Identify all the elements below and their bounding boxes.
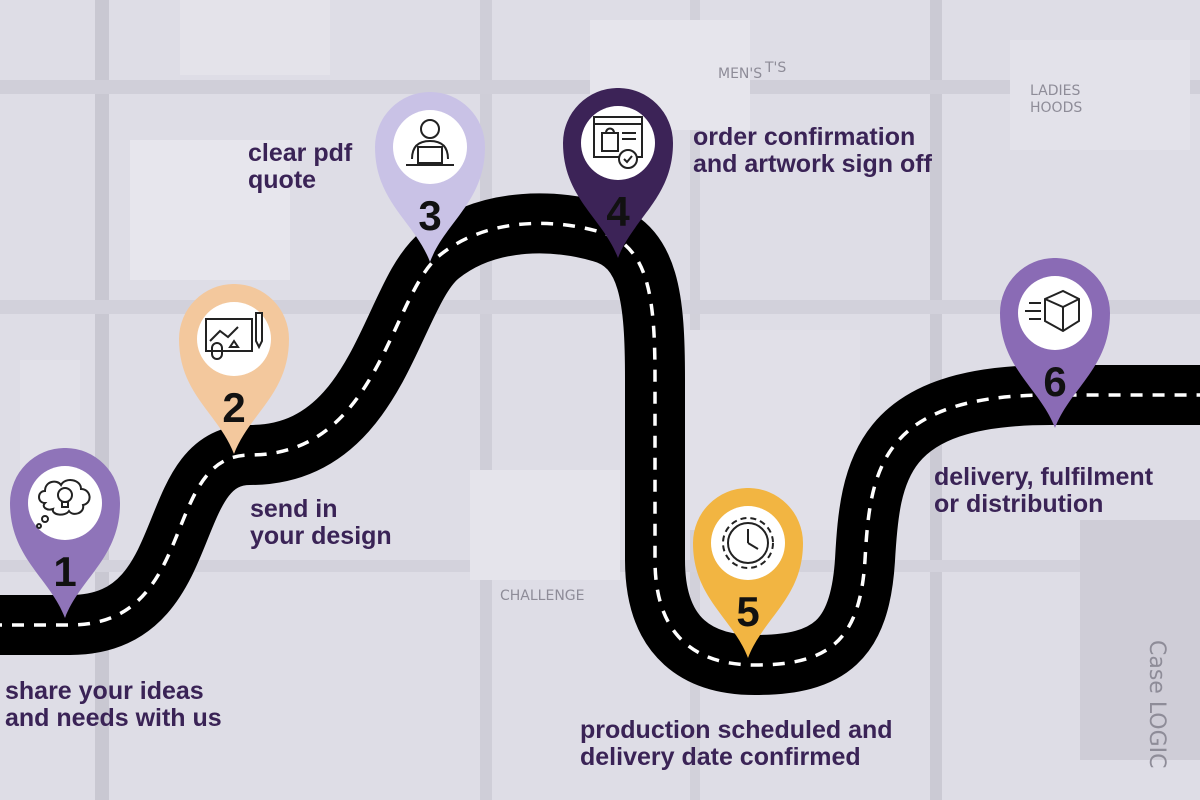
bg-text-ts: T'S (764, 60, 786, 76)
step-label-5-line-2: delivery date confirmed (580, 743, 861, 771)
bg-text-hoods: HOODS (1030, 100, 1082, 116)
step-label-2: send in your design (250, 496, 392, 550)
step-pin-3: 3 (375, 92, 485, 267)
delivery-box-icon (1025, 289, 1080, 333)
step-label-1-line-2: and needs with us (5, 704, 222, 732)
step-number-4: 4 (606, 188, 630, 235)
step-label-2-line-2: your design (250, 522, 392, 550)
step-label-6-line-1: delivery, fulfilment (934, 463, 1154, 491)
step-label-3-line-2: quote (248, 166, 317, 194)
step-label-1: share your ideas and needs with us (5, 678, 222, 732)
step-pin-4: 4 (563, 88, 673, 263)
bg-text-challenge: CHALLENGE (500, 588, 585, 604)
step-label-6: delivery, fulfilment or distribution (934, 464, 1153, 518)
step-pin-5: 5 (693, 488, 803, 663)
step-number-1: 1 (53, 548, 77, 595)
bg-text-ladies: LADIES (1030, 83, 1080, 99)
step-label-5-line-1: production scheduled and (580, 716, 893, 744)
step-pin-6: 6 (1000, 258, 1110, 433)
person-laptop-icon (406, 119, 454, 166)
bg-text-mens: MEN'S (718, 66, 762, 82)
step-label-4-line-1: order confirmation (693, 123, 916, 151)
step-label-3-line-1: clear pdf (248, 139, 353, 167)
clock-gear-icon (722, 517, 774, 569)
lightbulb-thought-icon (36, 479, 91, 529)
step-number-2: 2 (222, 384, 246, 431)
step-label-2-line-1: send in (250, 495, 338, 523)
online-order-icon (593, 116, 643, 169)
step-label-6-line-2: or distribution (934, 490, 1104, 518)
step-label-4-line-2: and artwork sign off (693, 150, 932, 178)
step-label-5: production scheduled and delivery date c… (580, 717, 893, 771)
step-label-3: clear pdf quote (248, 140, 352, 194)
step-label-4: order confirmation and artwork sign off (693, 124, 932, 178)
step-number-5: 5 (736, 588, 760, 635)
step-pin-1: 1 (10, 448, 120, 623)
step-number-3: 3 (418, 192, 442, 239)
step-pin-2: 2 (179, 284, 289, 459)
bg-text-caselogic: Case LOGIC (1144, 640, 1169, 769)
step-number-6: 6 (1043, 358, 1067, 405)
design-tablet-icon (205, 312, 263, 360)
step-label-1-line-1: share your ideas (5, 677, 204, 705)
